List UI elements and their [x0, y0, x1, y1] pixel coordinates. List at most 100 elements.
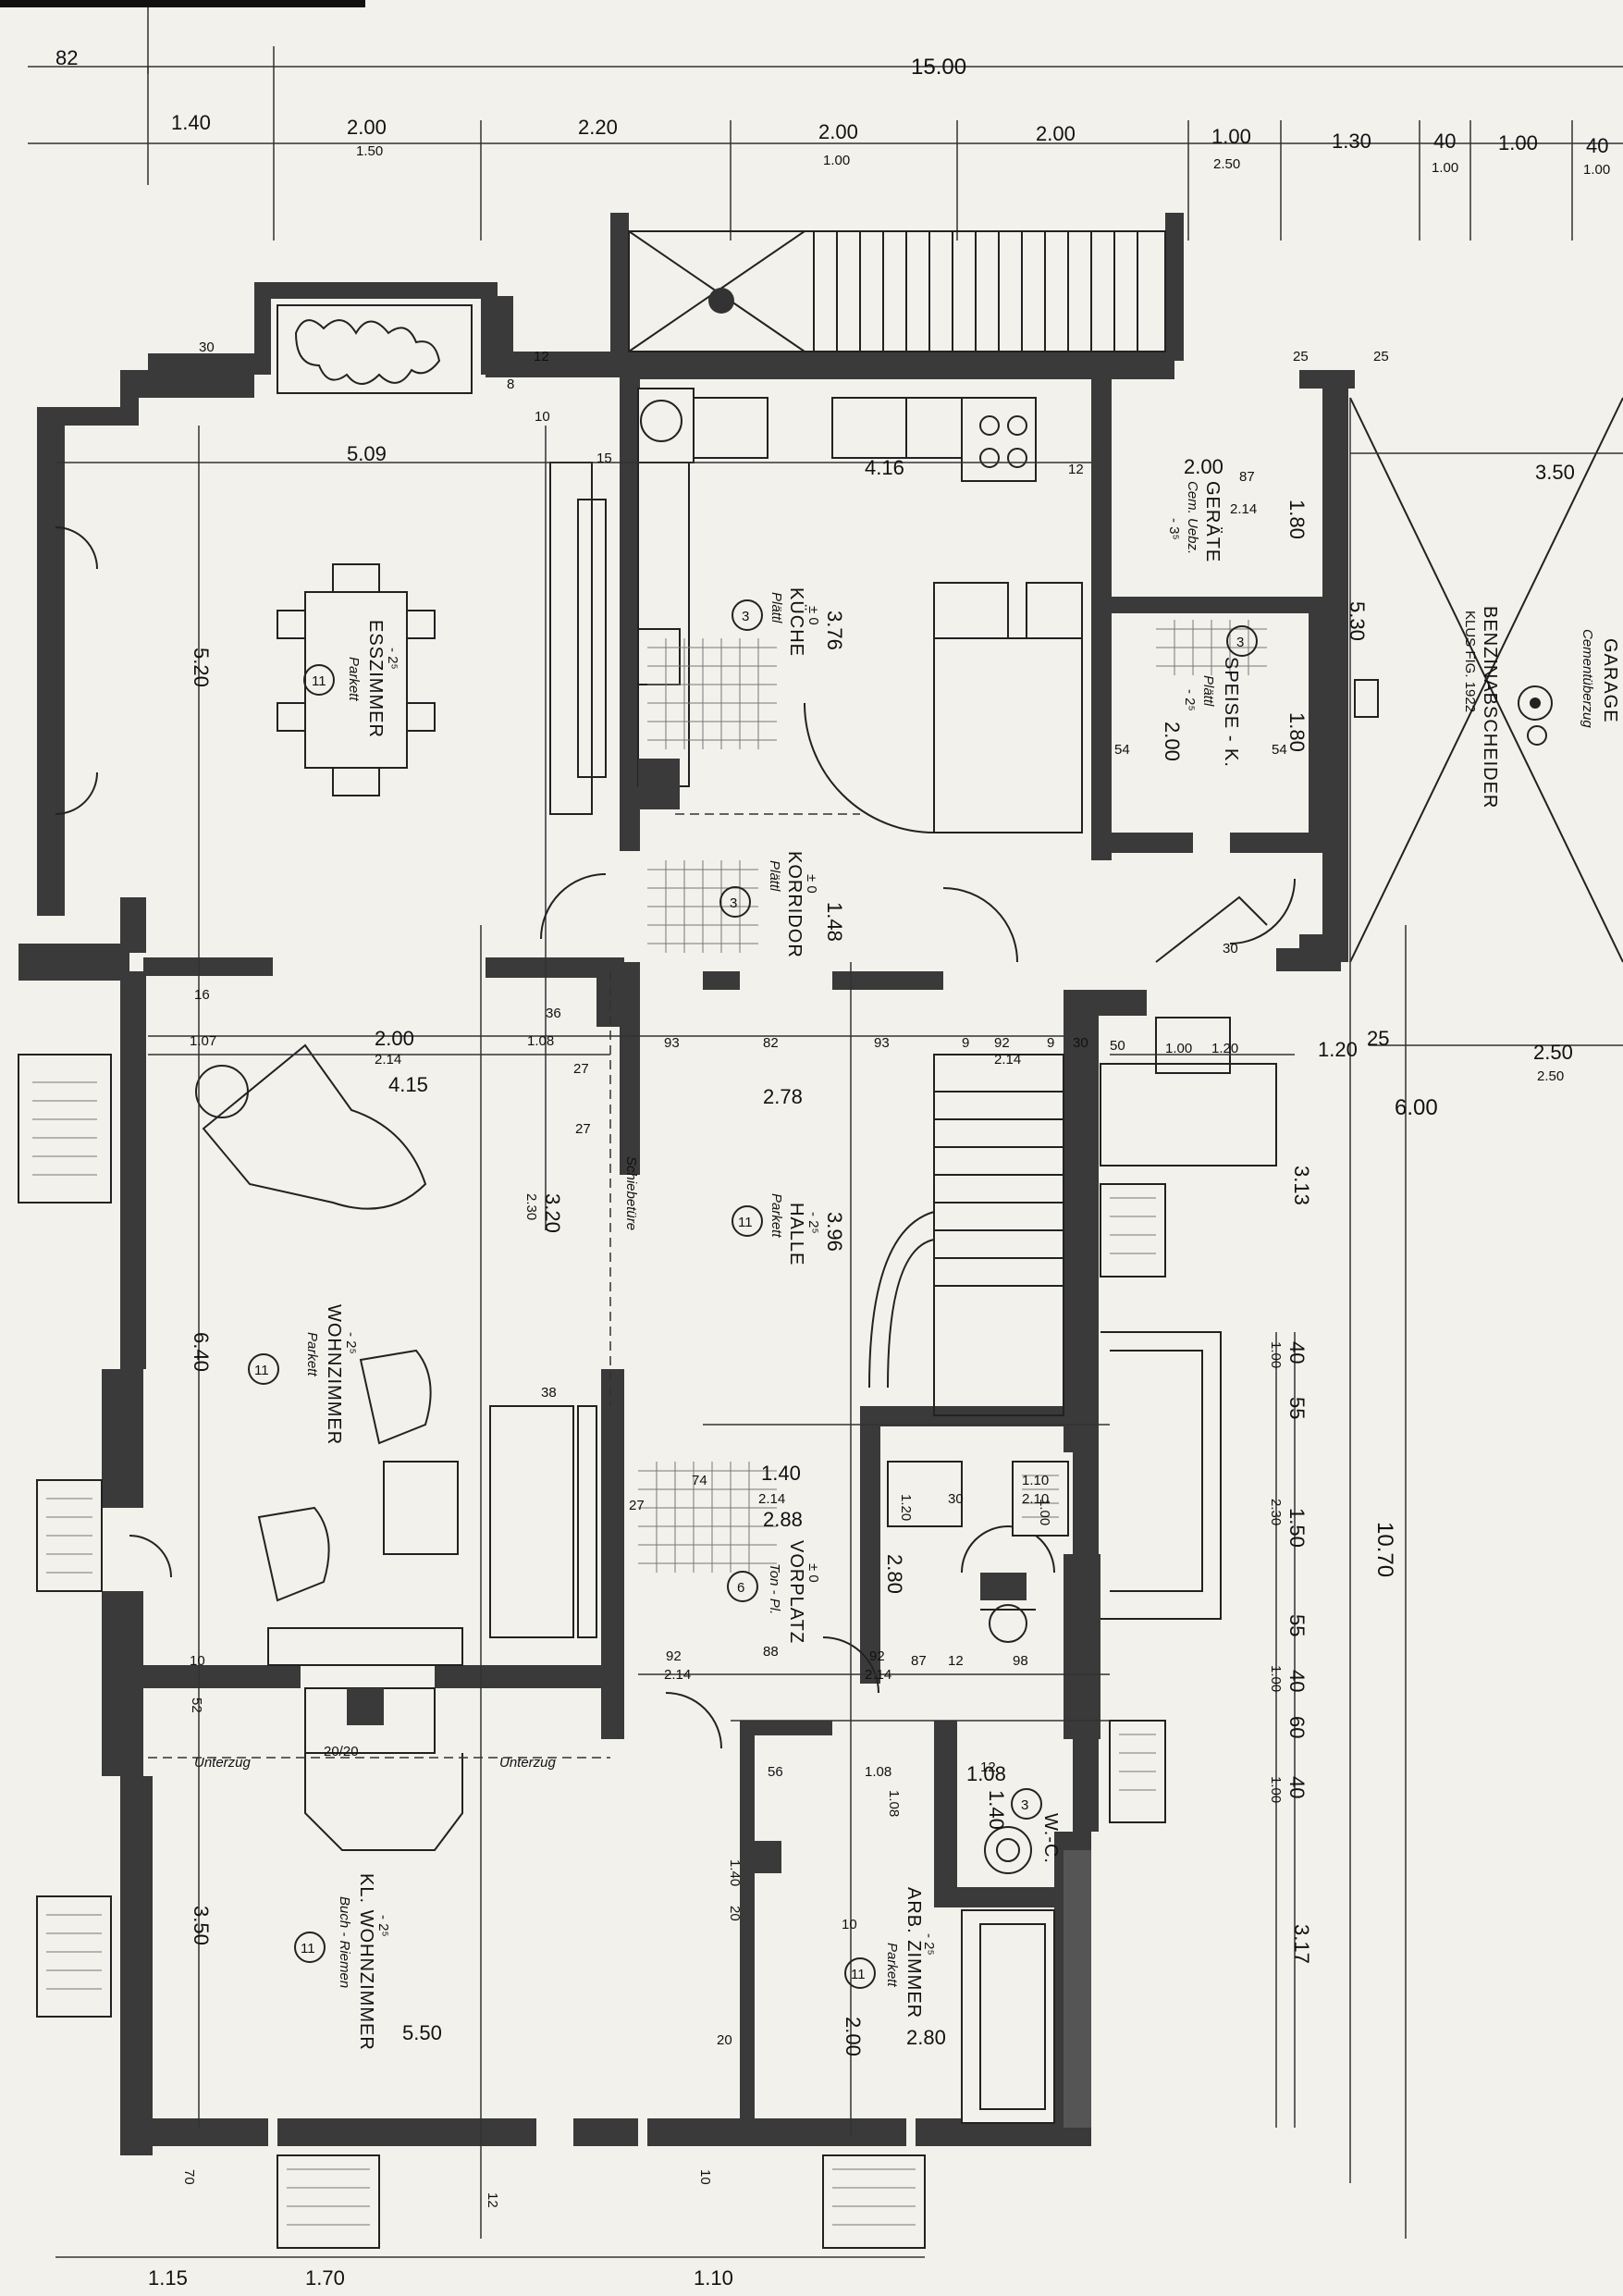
arbzimmer-name: ARB. ZIMMER — [904, 1887, 924, 2018]
interior-walls — [143, 379, 1336, 2137]
klwohn-depth: 3.50 — [190, 1906, 213, 1945]
garage-area — [1349, 397, 1623, 963]
dim-small: 2.14 — [758, 1491, 785, 1507]
dim-stack-2: 55 — [1285, 1397, 1309, 1419]
geraete-level: - 3⁵ — [1166, 518, 1182, 540]
dim-stack-1: 1.00 — [1268, 1341, 1284, 1368]
halle-num: 11 — [738, 1215, 753, 1230]
klwohn-name: KL. WOHNZIMMER — [356, 1873, 376, 2051]
wohnzimmer-width: 4.15 — [388, 1073, 428, 1096]
arbzimmer-floor: Parkett — [884, 1943, 900, 1987]
dim-small: 20 — [717, 2032, 732, 2048]
dim-small: 12 — [1068, 462, 1084, 477]
halle-depth: 3.96 — [823, 1212, 846, 1252]
dim-small: 2.30 — [523, 1193, 539, 1220]
halle-floor: Parkett — [768, 1193, 784, 1238]
vorplatz-floor: Ton - Pl. — [767, 1563, 782, 1614]
dim-small: 2.14 — [994, 1052, 1021, 1068]
right-dimensions: 3.50 2.50 2.50 6.00 1.20 25 10.70 5.30 4… — [1268, 461, 1575, 1964]
dim-small: 27 — [629, 1498, 645, 1513]
top-stair — [628, 230, 1166, 352]
dim-small: 25 — [1373, 349, 1389, 364]
dim-small: 8 — [507, 376, 514, 392]
dim-small: 56 — [768, 1764, 783, 1780]
kitchen-fixtures — [637, 388, 1083, 833]
dim-small: 87 — [911, 1653, 927, 1669]
arbzimmer-level: - 2⁵ — [921, 1933, 937, 1956]
room-speise: 3 SPEISE - K. Plättl - 2⁵ 2.00 1.80 — [1161, 625, 1309, 768]
dim-small: 70 — [181, 2169, 197, 2185]
dim-stack-9: 40 — [1285, 1776, 1309, 1798]
room-wc: 3 W.-C. 1.08 1.40 — [966, 1762, 1061, 1864]
garage-floor: Cementüberzug — [1580, 629, 1595, 728]
dim-small: 88 — [763, 1644, 779, 1660]
speise-floor: Plättl — [1200, 675, 1216, 707]
dim-top-8: 1.00 — [1498, 131, 1538, 154]
halle-name: HALLE — [786, 1203, 806, 1265]
dim-small: 12 — [485, 2192, 500, 2208]
exterior-windows — [18, 526, 1231, 2249]
klwohn-floor: Buch - Riemen — [337, 1896, 352, 1988]
korridor-floor: Plättl — [767, 860, 782, 892]
dim-top-sub-1: 1.00 — [823, 153, 850, 168]
korridor-num: 3 — [730, 895, 737, 911]
dim-overall-depth: 10.70 — [1372, 1522, 1397, 1577]
dim-total-width: 15.00 — [911, 55, 966, 80]
dim-small: 52 — [189, 1697, 204, 1713]
dim-small: 10 — [190, 1653, 205, 1669]
dim-small: 92 — [869, 1648, 885, 1664]
dim-small: 87 — [1239, 469, 1255, 485]
geraete-name: GERÄTE — [1202, 481, 1223, 562]
dim-small: 16 — [194, 987, 210, 1003]
garage-name: GARAGE — [1600, 638, 1620, 723]
room-geraete: GERÄTE Cem. Uebz. - 3⁵ 2.00 1.80 — [1166, 455, 1309, 562]
dim-small: 3.20 — [541, 1193, 564, 1233]
garage-note: BENZINABSCHEIDER — [1480, 606, 1500, 809]
dim-garage-4: 6.00 — [1395, 1095, 1438, 1120]
dim-small: 2.00 — [375, 1027, 414, 1050]
vorplatz-width: 2.88 — [763, 1508, 803, 1531]
dim-bottom-2: 1.10 — [694, 2266, 733, 2290]
dim-stack-4: 2.30 — [1268, 1499, 1284, 1525]
dim-small: 27 — [573, 1061, 589, 1077]
room-garage: GARAGE Cementüberzug BENZINABSCHEIDER KL… — [1462, 606, 1620, 809]
dim-small: 1.20 — [898, 1494, 914, 1521]
korridor-level: ± 0 — [804, 874, 819, 894]
dim-small: 9 — [1047, 1035, 1054, 1051]
kueche-name: KÜCHE — [786, 587, 806, 657]
wohnzimmer-num: 11 — [254, 1363, 269, 1378]
arbzimmer-depth: 2.00 — [842, 2017, 865, 2056]
dim-stack-3: 1.50 — [1285, 1508, 1309, 1548]
dim-small: 12 — [534, 349, 549, 364]
klwohn-level: - 2⁵ — [375, 1915, 391, 1937]
dim-small: 30 — [1223, 941, 1238, 957]
dim-garage-5: 1.20 — [1318, 1038, 1358, 1061]
dim-stack-5: 55 — [1285, 1614, 1309, 1636]
wc-depth: 1.40 — [985, 1790, 1008, 1830]
hall-stair — [868, 1054, 1277, 1620]
dim-small: 93 — [874, 1035, 890, 1051]
dim-top-3: 2.00 — [818, 120, 858, 143]
dim-small: 1.20 — [1211, 1041, 1238, 1056]
dim-small: 54 — [1114, 742, 1130, 758]
dim-garage-width: 3.50 — [1535, 461, 1575, 484]
dim-small: 30 — [948, 1491, 964, 1507]
klwohn-num: 11 — [301, 1941, 315, 1957]
unterzug-label-right: Unterzug — [499, 1755, 557, 1771]
esszimmer-name: ESSZIMMER — [365, 620, 386, 738]
dim-stack-0: 40 — [1285, 1341, 1309, 1364]
room-korridor: 3 KORRIDOR Plättl ± 0 1.48 — [719, 851, 846, 958]
dim-small: 92 — [994, 1035, 1010, 1051]
dim-small: 1.00 — [1037, 1499, 1052, 1525]
wohnzimmer-floor: Parkett — [304, 1332, 320, 1376]
small-dimension-numbers: 12 8 10 15 12 30 25 25 87 2.14 54 54 16 … — [181, 339, 1389, 2208]
vorplatz-depth: 2.80 — [883, 1554, 906, 1594]
vorplatz-fixtures — [638, 1461, 1069, 1749]
dim-small: 10 — [535, 409, 550, 425]
kueche-level: ± 0 — [805, 606, 821, 625]
dim-small: 1.08 — [527, 1033, 554, 1049]
wohnzimmer-depth: 6.40 — [190, 1332, 213, 1372]
dim-top-sub-0: 1.50 — [356, 143, 383, 159]
dim-small: 12 — [980, 1759, 996, 1775]
korridor-name: KORRIDOR — [784, 851, 805, 958]
